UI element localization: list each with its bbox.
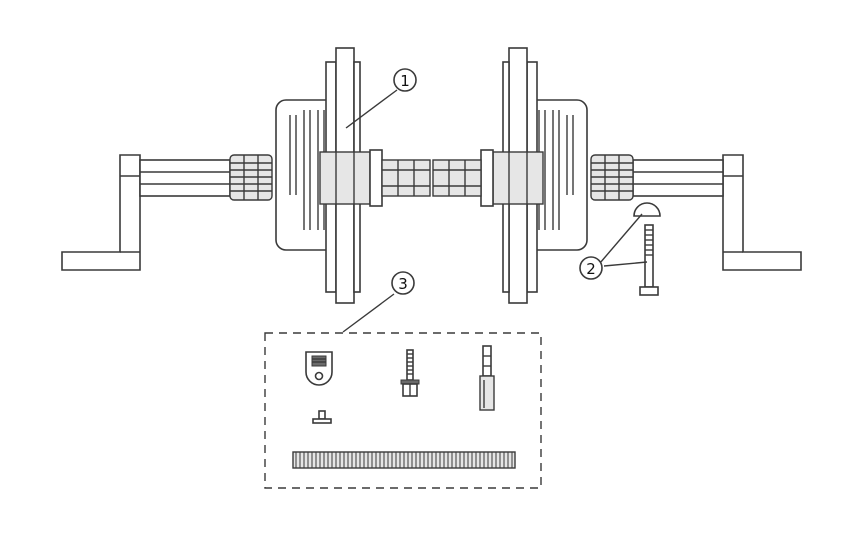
gear-rack xyxy=(292,451,516,469)
bracket-plate xyxy=(305,351,333,386)
left-knurled-nut xyxy=(229,154,273,201)
callout-label-3: 3 xyxy=(398,275,408,293)
leader-line-2b xyxy=(603,261,648,267)
kit-dashed-border xyxy=(264,332,542,489)
leader-line-2a xyxy=(599,213,643,264)
callout-label-2: 2 xyxy=(586,260,596,278)
callout-3: 3 xyxy=(391,271,415,295)
right-shaft-tube xyxy=(632,159,724,197)
bolt-and-cap xyxy=(633,202,661,296)
left-hub xyxy=(319,151,371,205)
leader-line-1 xyxy=(345,89,398,129)
right-knurled-nut xyxy=(590,154,634,201)
left-assembly xyxy=(61,47,431,304)
hardware-kit xyxy=(264,332,542,489)
coupling-pin xyxy=(479,345,495,411)
left-housing xyxy=(275,99,337,251)
right-assembly xyxy=(432,47,802,304)
left-coupling xyxy=(369,149,431,207)
right-crank-handle xyxy=(722,154,802,271)
self-drilling-screw xyxy=(400,349,420,397)
leader-line-3 xyxy=(342,293,395,333)
right-coupling xyxy=(432,149,494,207)
callout-1: 1 xyxy=(393,68,417,92)
small-clip xyxy=(312,410,332,424)
right-hub xyxy=(492,151,544,205)
left-shaft-tube xyxy=(139,159,231,197)
leader-lines xyxy=(342,89,648,333)
left-crank-handle xyxy=(61,154,141,271)
callout-2: 2 xyxy=(579,256,603,280)
threaded-bolt xyxy=(639,224,659,296)
right-housing xyxy=(526,99,588,251)
callout-label-1: 1 xyxy=(400,72,410,90)
dome-cap xyxy=(633,202,661,217)
